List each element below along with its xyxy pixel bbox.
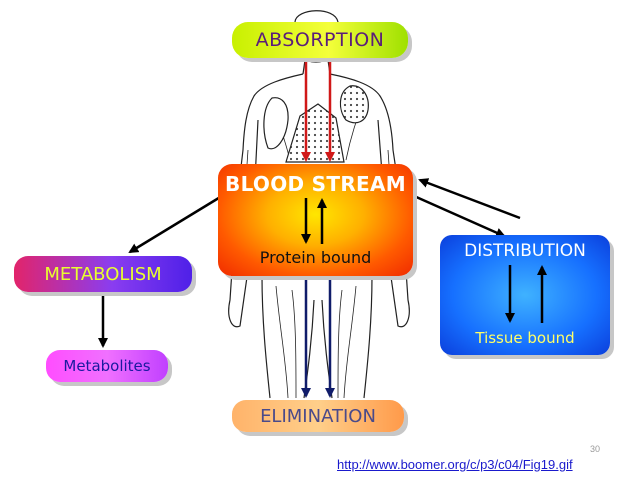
arrow-to-distribution [413,194,506,238]
protein-bound-label: Protein bound [259,248,372,267]
intestine-organ [285,103,345,163]
blood-stream-label: BLOOD STREAM [225,172,406,196]
absorption-node: ABSORPTION [232,22,408,58]
metabolites-node: Metabolites [46,350,168,382]
metabolism-label: METABOLISM [44,263,162,285]
blood-stream-node: BLOOD STREAM Protein bound [218,164,413,276]
tissue-binding-arrows [505,265,547,323]
liver-organ [263,97,289,150]
source-link[interactable]: http://www.boomer.org/c/p3/c04/Fig19.gif [337,457,573,472]
arrow-from-distribution [418,178,521,220]
stomach-organ [339,85,369,124]
metabolism-node: METABOLISM [14,256,192,292]
elimination-label: ELIMINATION [260,405,376,427]
metabolites-label: Metabolites [63,357,151,375]
protein-binding-arrows [301,198,327,244]
elimination-node: ELIMINATION [232,400,404,432]
distribution-node: DISTRIBUTION Tissue bound [440,235,610,355]
arrow-to-metabolism [128,194,223,254]
absorption-label: ABSORPTION [255,29,385,51]
tissue-bound-label: Tissue bound [475,329,575,347]
page-number: 30 [590,444,601,454]
distribution-label: DISTRIBUTION [464,241,586,261]
